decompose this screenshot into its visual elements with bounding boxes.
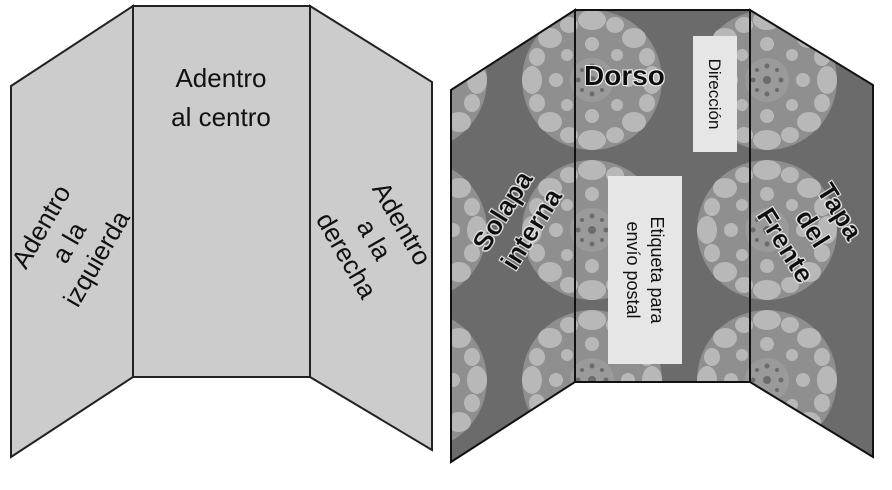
outside-view: Dorso Dirección Etiqueta para envío post… bbox=[450, 8, 874, 464]
mailing-label-line-1: Etiqueta para bbox=[647, 216, 667, 324]
back-title: Dorso bbox=[584, 60, 665, 91]
mailing-label-box bbox=[608, 176, 682, 364]
inside-center-label-2: al centro bbox=[171, 102, 271, 132]
address-label: Dirección bbox=[705, 59, 724, 130]
inside-right-panel bbox=[309, 4, 433, 452]
address-box bbox=[693, 36, 737, 152]
mailing-label-line-2: envío postal bbox=[623, 221, 643, 318]
outside-right-panel bbox=[749, 8, 874, 459]
inside-center-label-1: Adentro bbox=[175, 63, 266, 93]
inside-view: Adentro al centro Adentro a la izquierda… bbox=[5, 4, 438, 459]
inside-center-panel bbox=[132, 5, 311, 378]
